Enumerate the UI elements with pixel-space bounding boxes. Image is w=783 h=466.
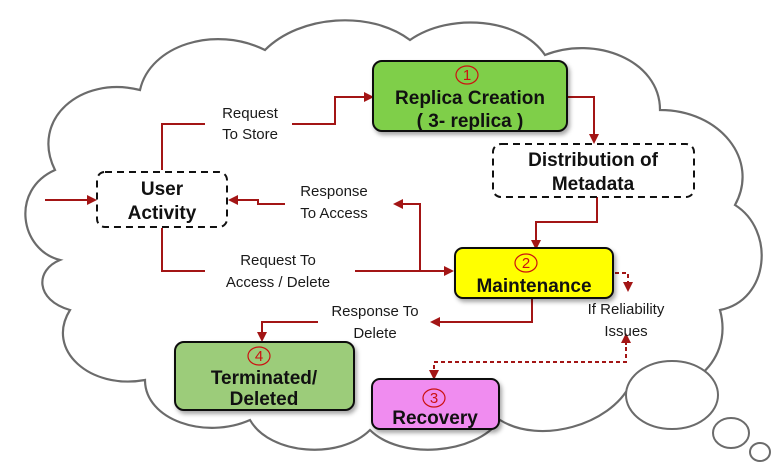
edge-response-to-terminated: [257, 321, 318, 342]
user-activity-line1: User: [141, 179, 184, 200]
label-response-access-1: Response: [300, 183, 368, 200]
label-request-access-2: Access / Delete: [226, 274, 330, 291]
label-response-access-2: To Access: [300, 205, 368, 222]
label-reliability-2: Issues: [604, 323, 647, 340]
thought-bubble-large: [625, 360, 719, 430]
edge-maintenance-to-response-access: [393, 199, 421, 271]
label-request-store-1: Request: [222, 105, 279, 122]
node-distribution: Distribution of Metadata: [492, 143, 695, 198]
thought-bubble-small: [749, 442, 771, 462]
distribution-line2: Metadata: [552, 174, 635, 195]
edge-user-to-label-store: [161, 123, 205, 170]
edge-store-to-replica: [292, 92, 374, 125]
node-terminated: 4 Terminated/ Deleted: [174, 341, 355, 411]
recovery-label: Recovery: [392, 408, 478, 429]
edge-replica-to-distribution: [567, 96, 599, 144]
label-request-access-1: Request To: [240, 252, 316, 269]
edge-maintenance-to-response-delete: [430, 298, 533, 327]
edge-maintenance-to-reliability: [615, 272, 633, 292]
edge-reliability-to-recovery: [429, 340, 627, 380]
user-activity-line2: Activity: [128, 203, 197, 224]
label-response-delete-2: Delete: [353, 325, 396, 342]
edge-labels: Request To Store Response To Access Requ…: [222, 105, 665, 342]
terminated-line2: Deleted: [230, 389, 299, 410]
edge-user-to-label-access: [161, 228, 205, 272]
label-reliability-1: If Reliability: [588, 301, 665, 318]
recovery-number: 3: [430, 390, 438, 407]
replica-line1: Replica Creation: [395, 88, 545, 109]
maintenance-number: 2: [522, 255, 530, 272]
terminated-line1: Terminated/: [211, 368, 318, 389]
replica-line2: ( 3- replica ): [417, 111, 524, 132]
thought-bubble-medium: [712, 417, 750, 449]
replica-number: 1: [463, 67, 471, 84]
node-recovery: 3 Recovery: [371, 378, 500, 430]
node-maintenance: 2 Maintenance: [454, 247, 614, 299]
maintenance-label: Maintenance: [476, 276, 591, 297]
distribution-line1: Distribution of: [528, 150, 658, 171]
terminated-number: 4: [255, 348, 263, 365]
edges: [45, 92, 633, 380]
edge-distribution-to-maintenance: [531, 197, 598, 250]
node-replica-creation: 1 Replica Creation ( 3- replica ): [372, 60, 568, 132]
edge-response-to-user: [228, 195, 285, 205]
node-user-activity: User Activity: [96, 171, 228, 228]
label-request-store-2: To Store: [222, 126, 278, 143]
label-response-delete-1: Response To: [331, 303, 418, 320]
